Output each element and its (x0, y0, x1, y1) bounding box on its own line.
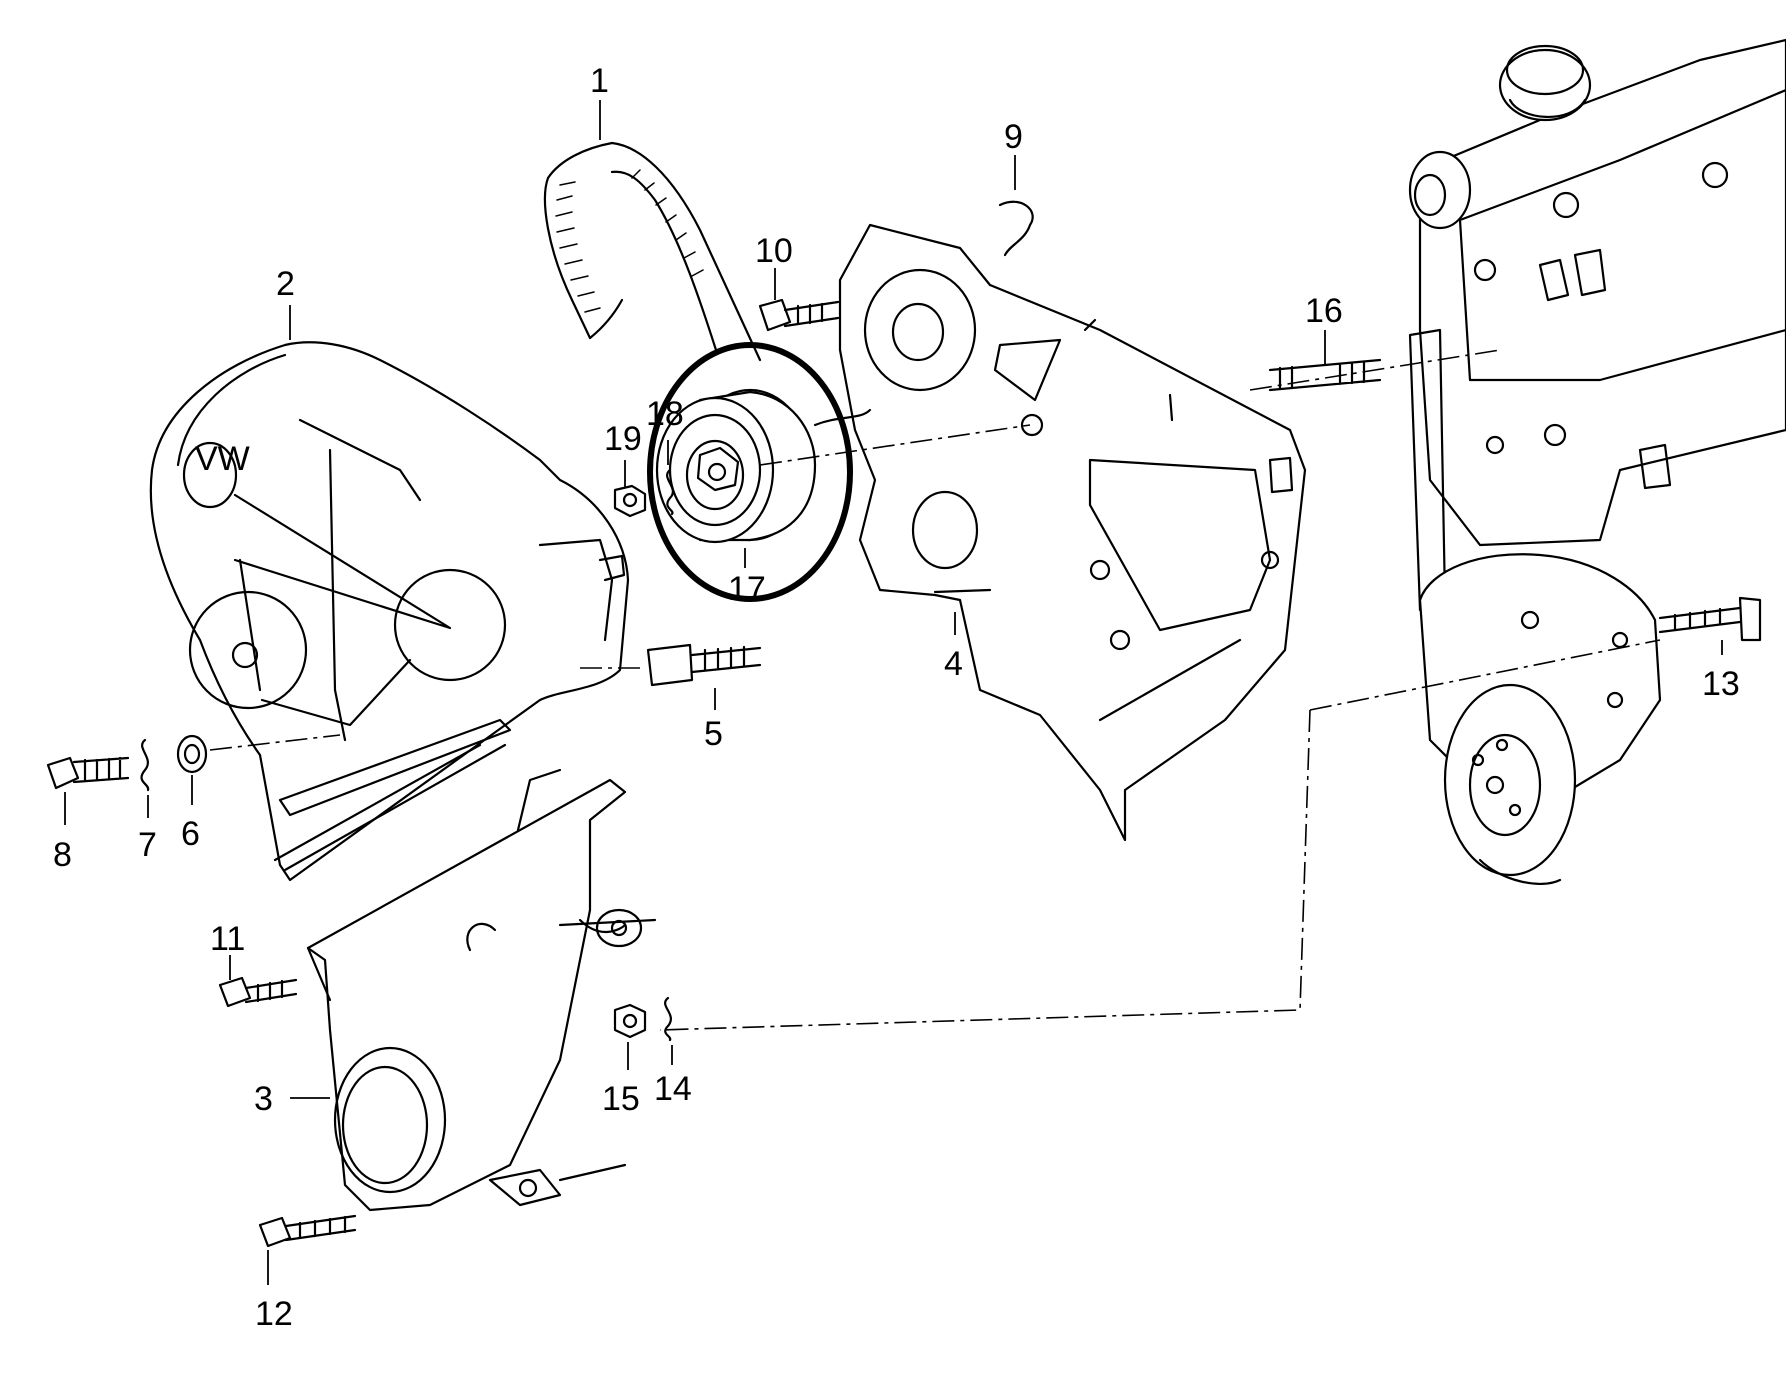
rear-cover-plate (838, 223, 1307, 842)
timing-belt (543, 141, 762, 362)
vw-logo: VW (195, 440, 250, 478)
lower-timing-cover (306, 768, 657, 1212)
callout-5: 5 (704, 715, 723, 753)
callout-6: 6 (181, 815, 200, 853)
engine-block (1408, 38, 1786, 612)
callout-15: 15 (602, 1080, 640, 1118)
callout-4: 4 (944, 645, 963, 683)
hardware (46, 200, 1762, 1248)
leader-lines (64, 100, 1723, 1285)
tensioner-pulley (655, 388, 872, 544)
callout-8: 8 (53, 836, 72, 874)
callout-7: 7 (138, 826, 157, 864)
highlight-ring (647, 342, 853, 602)
callout-16: 16 (1305, 292, 1343, 330)
spacer-stud (646, 643, 694, 687)
callout-14: 14 (654, 1070, 692, 1108)
callout-9: 9 (1004, 118, 1023, 156)
callout-18: 18 (646, 395, 684, 433)
callout-2: 2 (276, 265, 295, 303)
upper-timing-cover: VW (149, 341, 630, 882)
callout-10: 10 (755, 232, 793, 270)
callout-1: 1 (590, 62, 609, 100)
callout-17: 17 (728, 570, 766, 608)
washer (176, 734, 208, 774)
callout-11: 11 (210, 920, 245, 958)
callout-3: 3 (254, 1080, 273, 1118)
callout-labels: 1 2 3 4 5 6 7 8 9 10 11 12 13 14 15 16 1… (53, 62, 1740, 1333)
callout-12: 12 (255, 1295, 293, 1333)
callout-13: 13 (1702, 665, 1740, 703)
callout-19: 19 (604, 420, 642, 458)
alignment-lines (209, 349, 1661, 1031)
water-pump (1418, 553, 1662, 885)
